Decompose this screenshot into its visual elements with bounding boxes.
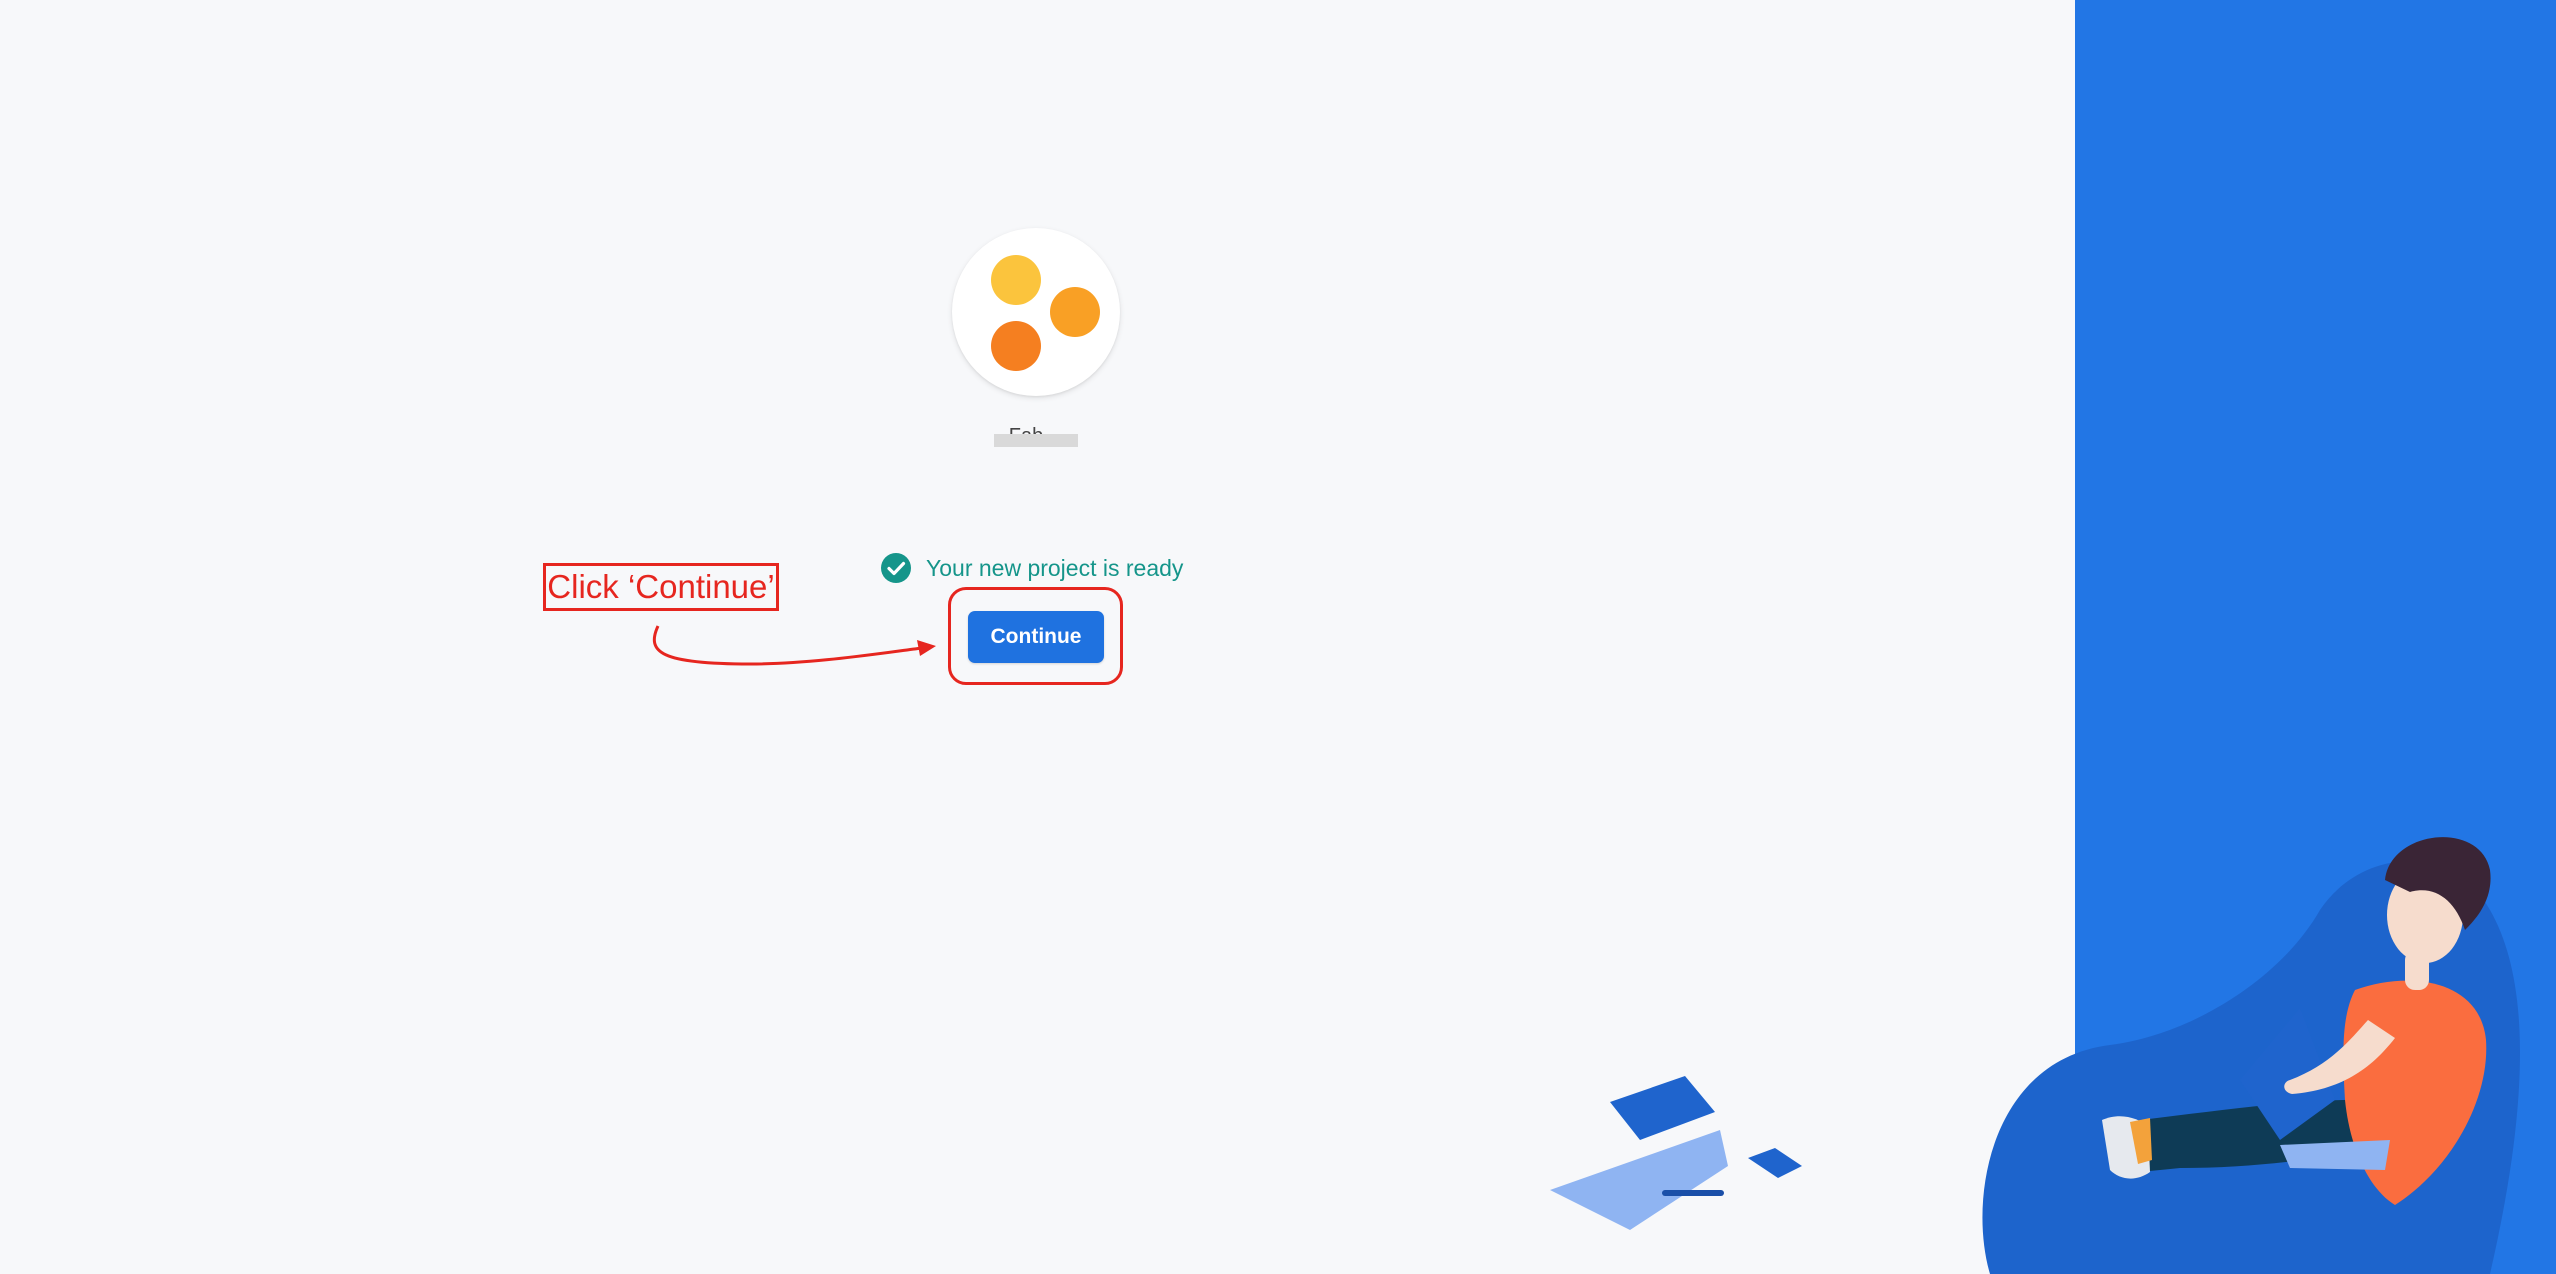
annotation-callout-text: Click ‘Continue’: [547, 568, 775, 605]
logo-dot-orange: [991, 321, 1041, 371]
status-message: Your new project is ready: [926, 554, 1184, 581]
person-with-laptop-illustration: [1550, 837, 2520, 1274]
project-logo: [952, 228, 1120, 396]
project-name: Fab…: [994, 424, 1078, 448]
annotation-callout: Click ‘Continue’: [543, 563, 779, 611]
project-name-redaction: [994, 434, 1078, 447]
continue-button[interactable]: Continue: [968, 611, 1104, 663]
annotation-highlight-ring: [948, 587, 1123, 685]
check-circle-icon: [881, 553, 911, 583]
logo-dot-yellow: [991, 255, 1041, 305]
logo-dot-amber: [1050, 287, 1100, 337]
status-row: Your new project is ready: [880, 552, 1183, 584]
annotation-arrow-icon: [652, 625, 936, 666]
